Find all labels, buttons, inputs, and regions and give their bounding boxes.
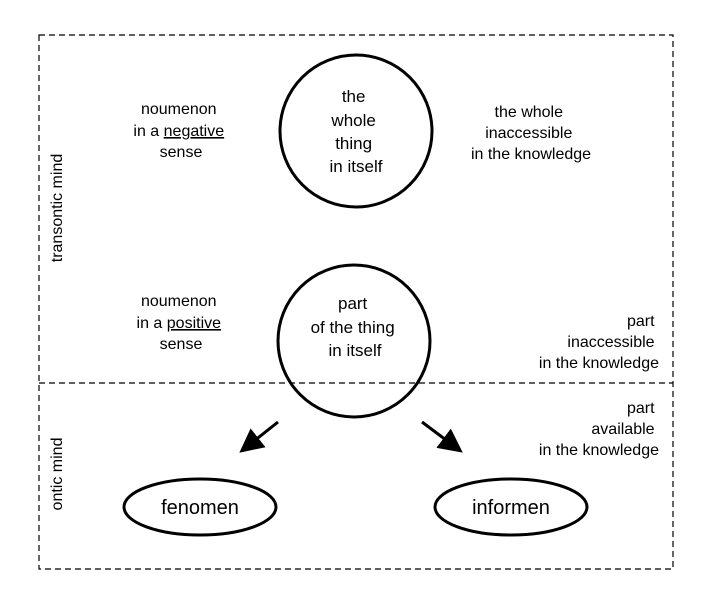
part-available-line: available xyxy=(591,421,654,438)
negative-emphasis: negative xyxy=(164,123,225,140)
arrow-to-fenomen xyxy=(239,420,279,453)
noumenon-negative-line3: sense xyxy=(160,144,203,161)
whole-thing-line: the xyxy=(342,87,366,106)
noumenon-negative-line2: in a negative xyxy=(133,123,224,140)
informen-label: informen xyxy=(472,497,550,519)
noumenon-negative-prefix: in a xyxy=(133,123,163,140)
whole-thing-circle-label: the whole thing in itself xyxy=(330,87,383,176)
outer-dashed-frame xyxy=(38,34,674,570)
noumenon-negative-line1: noumenon xyxy=(141,101,217,118)
noumenon-positive-line1: noumenon xyxy=(141,293,217,310)
transontic-mind-label: transontic mind xyxy=(49,154,66,263)
part-thing-line: part xyxy=(338,294,368,313)
noumenon-positive-line3: sense xyxy=(160,336,203,353)
ontic-mind-label: ontic mind xyxy=(49,438,66,511)
fenomen-label: fenomen xyxy=(161,497,239,519)
arrow-to-informen xyxy=(421,420,463,453)
noumenon-negative-label: noumenon in a negative sense xyxy=(133,101,228,161)
whole-inaccessible-label: the whole inaccessible in the knowledge xyxy=(471,104,591,163)
part-thing-circle xyxy=(276,263,432,419)
noumenon-positive-line2: in a positive xyxy=(137,315,222,332)
part-inaccessible-line: part xyxy=(627,313,655,330)
whole-thing-line: whole xyxy=(330,111,375,130)
informen-ellipse xyxy=(433,477,589,537)
whole-thing-circle xyxy=(278,53,434,209)
part-thing-line: of the thing xyxy=(311,318,395,337)
positive-emphasis: positive xyxy=(167,315,221,332)
whole-thing-line: in itself xyxy=(330,157,383,176)
whole-inaccessible-line: in the knowledge xyxy=(471,146,591,163)
whole-inaccessible-line: the whole xyxy=(495,104,564,121)
part-available-label: part available in the knowledge xyxy=(539,400,659,459)
part-inaccessible-line: inaccessible xyxy=(567,334,654,351)
part-thing-line: in itself xyxy=(329,341,382,360)
part-thing-circle-label: part of the thing in itself xyxy=(311,294,400,360)
part-available-line: part xyxy=(627,400,655,417)
part-available-line: in the knowledge xyxy=(539,442,659,459)
part-inaccessible-line: in the knowledge xyxy=(539,355,659,372)
whole-thing-line: thing xyxy=(335,134,372,153)
part-inaccessible-label: part inaccessible in the knowledge xyxy=(539,313,659,372)
noumenon-positive-prefix: in a xyxy=(137,315,167,332)
fenomen-ellipse xyxy=(122,477,278,537)
noumenon-positive-label: noumenon in a positive sense xyxy=(137,293,226,353)
whole-inaccessible-line: inaccessible xyxy=(485,125,572,142)
